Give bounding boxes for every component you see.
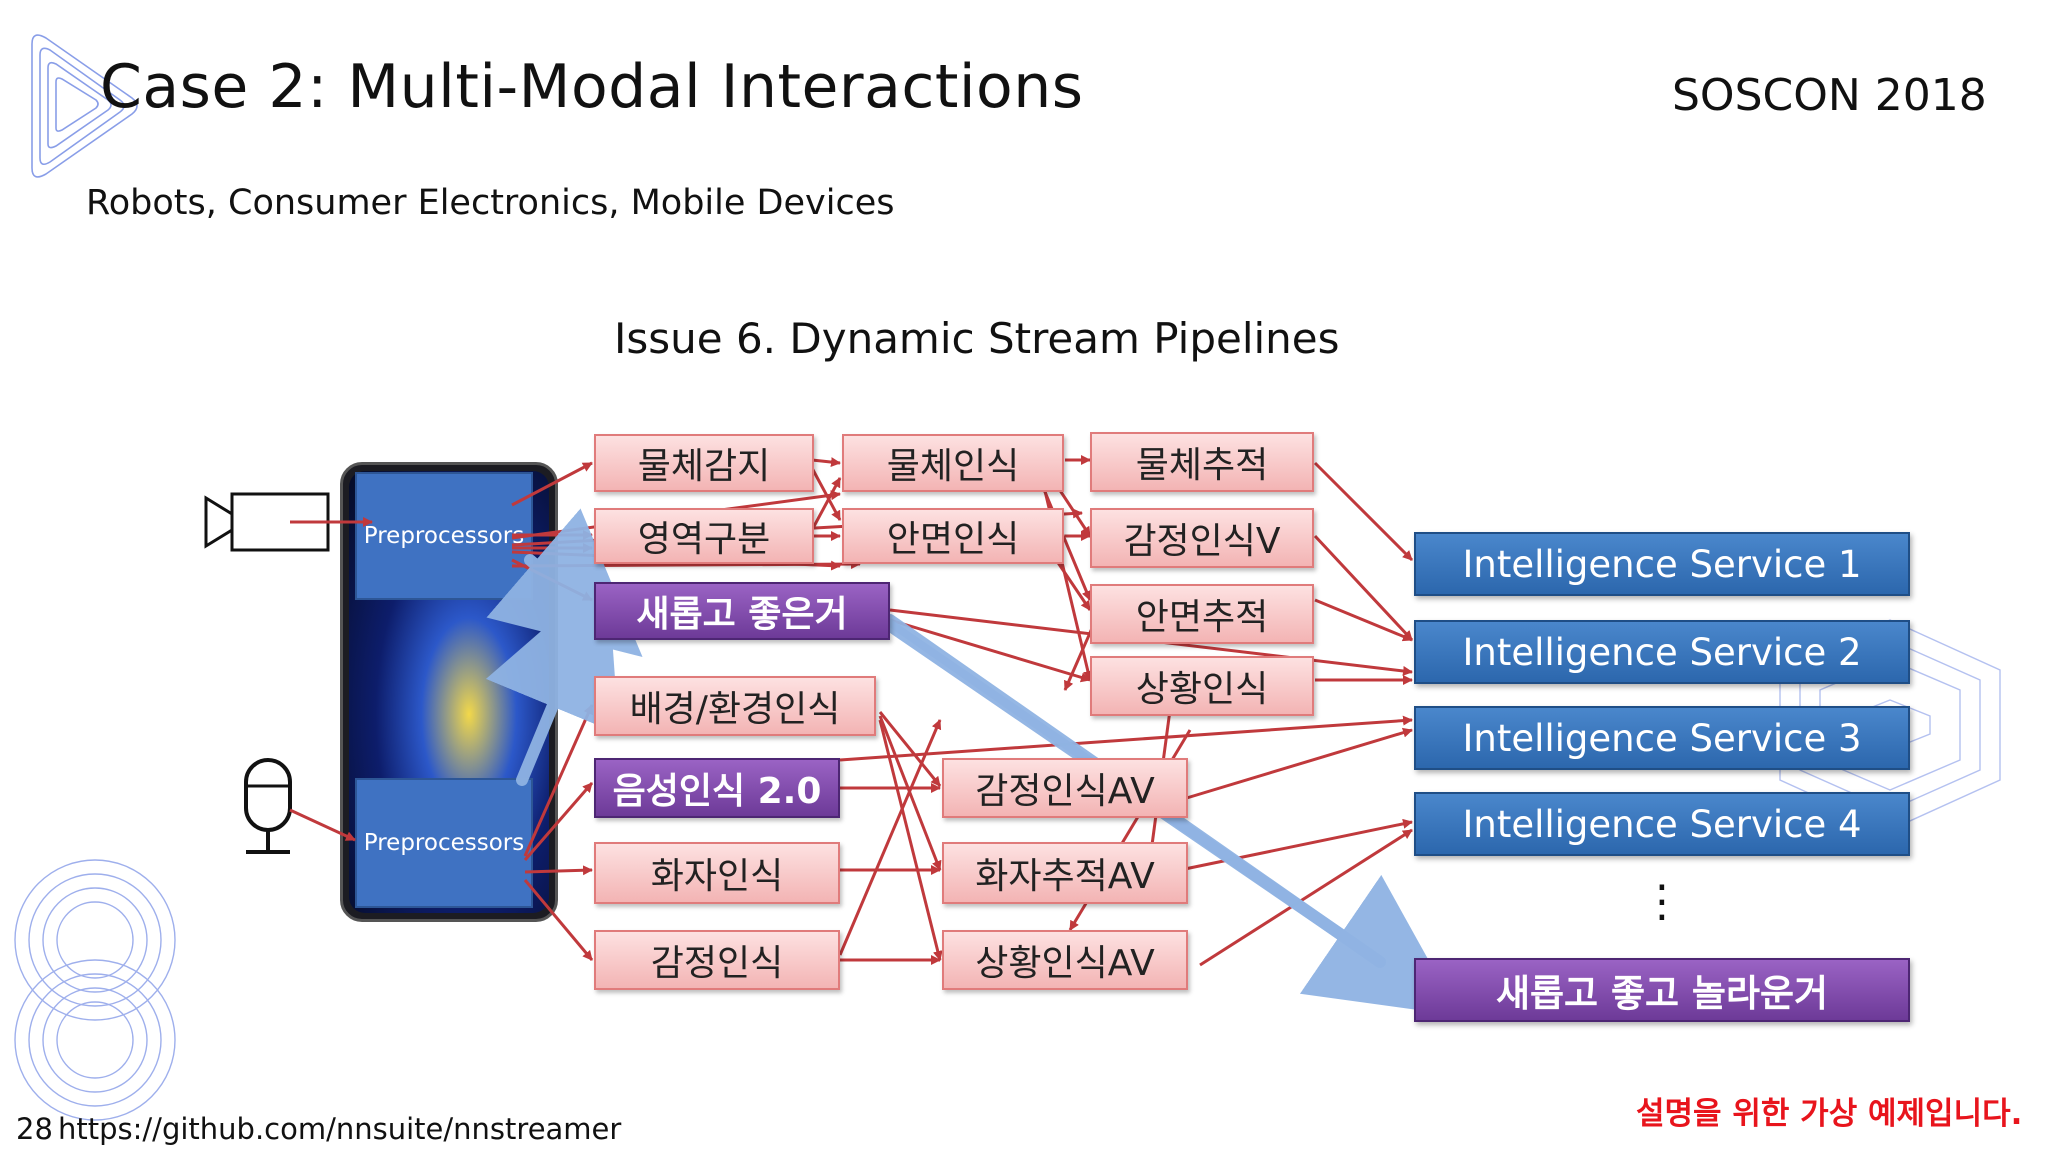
node-new-good-thing: 새롭고 좋은거 — [594, 582, 890, 640]
node-emotion-recognition-av: 감정인식AV — [942, 758, 1188, 818]
node-emotion-recognition-v: 감정인식V — [1090, 508, 1314, 568]
event-label: SOSCON 2018 — [1672, 70, 1987, 121]
node-speaker-tracking-av: 화자추적AV — [942, 842, 1188, 904]
new-amazing-service: 새롭고 좋고 놀라운거 — [1414, 958, 1910, 1022]
node-region-segmentation: 영역구분 — [594, 508, 814, 564]
node-speaker-recognition: 화자인식 — [594, 842, 840, 904]
intelligence-service-3: Intelligence Service 3 — [1414, 706, 1910, 770]
node-object-recognition: 물체인식 — [842, 434, 1064, 492]
infinity-logo-icon — [14, 859, 176, 1121]
intelligence-service-2: Intelligence Service 2 — [1414, 620, 1910, 684]
disclaimer-note: 설명을 위한 가상 예제입니다. — [1636, 1096, 2023, 1132]
slide-subtitle: Robots, Consumer Electronics, Mobile Dev… — [86, 183, 895, 223]
node-emotion-recognition: 감정인식 — [594, 930, 840, 990]
preprocessors-bottom: Preprocessors — [355, 778, 533, 908]
node-situation-recognition: 상황인식 — [1090, 656, 1314, 716]
slide-title: Case 2: Multi-Modal Interactions — [100, 52, 1084, 122]
node-situation-recognition-av: 상황인식AV — [942, 930, 1188, 990]
node-object-tracking: 물체추적 — [1090, 432, 1314, 492]
node-object-detection: 물체감지 — [594, 434, 814, 492]
node-face-tracking: 안면추적 — [1090, 584, 1314, 644]
play-logo-icon — [31, 34, 138, 178]
intelligence-service-4: Intelligence Service 4 — [1414, 792, 1910, 856]
node-face-recognition: 안면인식 — [842, 508, 1064, 564]
node-background-recognition: 배경/환경인식 — [594, 676, 876, 736]
node-speech-recognition-2: 음성인식 2.0 — [594, 758, 840, 818]
services-ellipsis: ⋮ — [1640, 876, 1684, 927]
microphone-icon — [244, 758, 292, 854]
intelligence-service-1: Intelligence Service 1 — [1414, 532, 1910, 596]
page-number: 28 — [16, 1112, 53, 1146]
repository-link[interactable]: https://github.com/nnsuite/nnstreamer — [58, 1112, 622, 1146]
diagram-heading: Issue 6. Dynamic Stream Pipelines — [614, 314, 1340, 363]
